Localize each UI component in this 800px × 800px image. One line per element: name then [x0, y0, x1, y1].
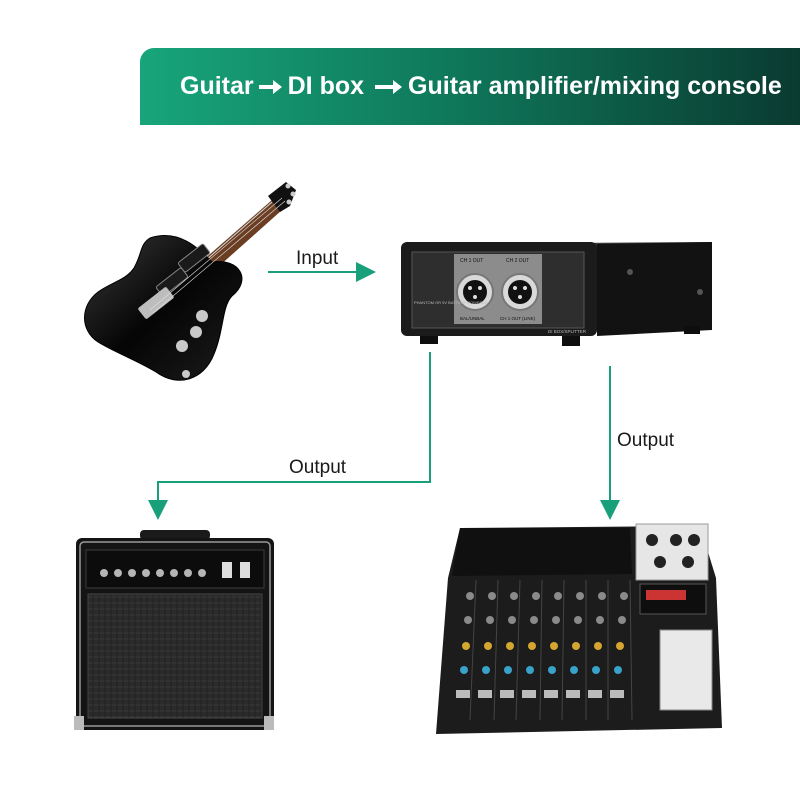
banner-item-amp-console: Guitar amplifier/mixing console — [408, 72, 782, 100]
arrow-right-icon — [375, 79, 403, 94]
di-ch2-label: CH 2 OUT — [506, 258, 529, 264]
di-bal-label: BAL/UNBAL — [460, 316, 485, 321]
output-label-amplifier: Output — [289, 457, 347, 478]
di-box-image: CH 1 OUT CH 2 OUT PHANTOM OR 9V BATTERY … — [401, 242, 712, 346]
electric-guitar-image — [84, 182, 296, 381]
title-banner: Guitar DI box Guitar amplifier/mixing co… — [140, 48, 800, 125]
arrow-right-icon — [258, 79, 282, 94]
di-power-label: PHANTOM OR 9V BATTERY POWERED — [414, 300, 488, 305]
mixing-console-image — [436, 523, 722, 734]
di-model-label: DI BOX/SPLITTER — [548, 329, 587, 334]
output-arrow-amplifier — [148, 352, 431, 520]
banner-title: Guitar DI box Guitar amplifier/mixing co… — [180, 72, 782, 101]
banner-item-guitar: Guitar — [180, 72, 254, 100]
input-label: Input — [296, 248, 339, 269]
banner-item-di-box: DI box — [287, 72, 365, 100]
di-link-label: CH 1 OUT (LINK) — [500, 316, 536, 321]
guitar-amplifier-image — [74, 530, 274, 730]
di-ch1-label: CH 1 OUT — [460, 258, 483, 264]
output-label-mixer: Output — [617, 430, 675, 451]
